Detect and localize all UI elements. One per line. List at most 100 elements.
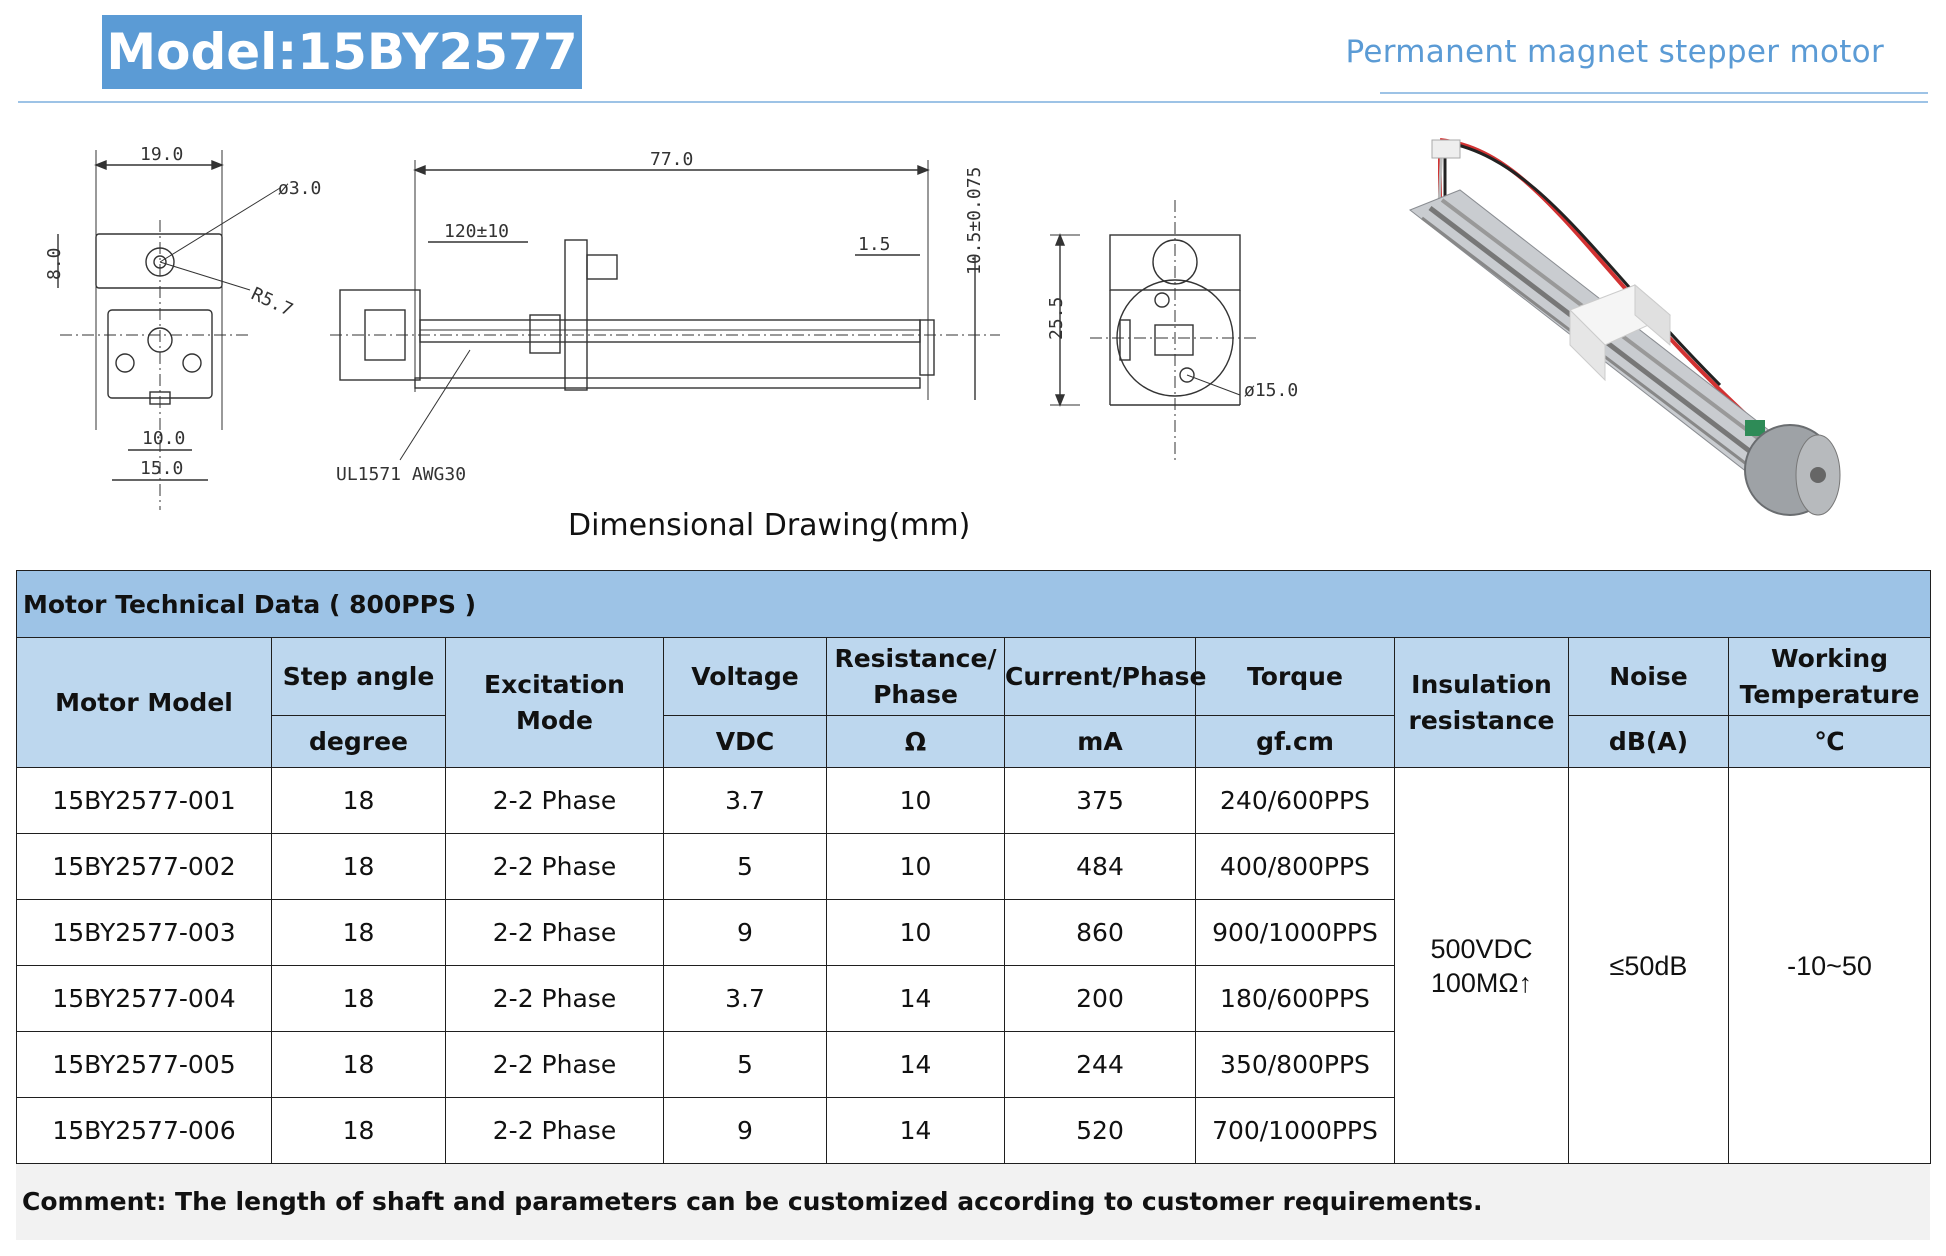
cell-torque: 700/1000PPS [1195,1097,1395,1164]
header-motor-model: Motor Model [16,637,272,768]
cell-voltage: 5 [663,833,827,900]
header-step-angle: Step angle [271,637,446,716]
cell-model: 15BY2577-006 [16,1097,272,1164]
cell-torque: 350/800PPS [1195,1031,1395,1098]
cell-model: 15BY2577-001 [16,767,272,834]
cell-mode: 2-2 Phase [445,899,664,966]
table-row: 15BY2577-003 18 2-2 Phase 9 10 860 900/1… [16,899,1931,966]
dim-d3: ø3.0 [278,178,321,199]
dim-8: 8.0 [44,247,65,280]
comment-note: Comment: The length of shaft and paramet… [16,1164,1930,1240]
cell-mode: 2-2 Phase [445,833,664,900]
cell-resistance: 10 [826,833,1005,900]
unit-gfcm: gf.cm [1195,715,1395,768]
cell-torque: 900/1000PPS [1195,899,1395,966]
cell-mode: 2-2 Phase [445,1031,664,1098]
header-insulation: Insulation resistance [1394,637,1569,768]
dim-15: 15.0 [140,458,183,479]
header-voltage: Voltage [663,637,827,716]
table-row: 15BY2577-004 18 2-2 Phase 3.7 14 200 180… [16,965,1931,1032]
technical-data-table: Motor Technical Data ( 800PPS ) Motor Mo… [15,570,1932,1164]
cell-voltage: 9 [663,1097,827,1164]
insulation-value-line1: 500VDC [1430,933,1533,964]
cell-resistance: 10 [826,767,1005,834]
unit-ma: mA [1004,715,1196,768]
cell-step: 18 [271,965,446,1032]
wire-spec: UL1571 AWG30 [336,464,466,485]
front-view: 19.0 ø3.0 R5.7 8.0 10.0 15.0 [44,144,321,510]
header-temperature-line2: Temperature [1739,679,1920,709]
cell-step: 18 [271,899,446,966]
model-title: Model:15BY2577 [106,23,578,81]
cell-mode: 2-2 Phase [445,1097,664,1164]
product-subtitle: Permanent magnet stepper motor [1345,34,1884,70]
cell-torque: 180/600PPS [1195,965,1395,1032]
cell-current: 484 [1004,833,1196,900]
model-title-banner: Model:15BY2577 [102,15,582,89]
table-row: 15BY2577-006 18 2-2 Phase 9 14 520 700/1… [16,1097,1931,1164]
cell-current: 860 [1004,899,1196,966]
header-insulation-line1: Insulation [1411,669,1552,699]
cell-current: 375 [1004,767,1196,834]
dim-25-5: 25.5 [1046,297,1067,340]
unit-ohm: Ω [826,715,1005,768]
header-resistance-line2: Phase [873,679,958,709]
header-temperature-line1: Working [1771,643,1889,673]
header-resistance-line1: Resistance/ [834,643,997,673]
cell-voltage: 9 [663,899,827,966]
dim-10: 10.0 [142,428,185,449]
cell-step: 18 [271,1031,446,1098]
end-view: 25.5 [1046,233,1080,407]
cell-model: 15BY2577-004 [16,965,272,1032]
cell-voltage: 5 [663,1031,827,1098]
cell-step: 18 [271,833,446,900]
dim-77: 77.0 [650,149,693,170]
header-torque: Torque [1195,637,1395,716]
cell-mode: 2-2 Phase [445,767,664,834]
cell-voltage: 3.7 [663,767,827,834]
dim-phi-15: ø15.0 [1244,380,1299,401]
cell-step: 18 [271,767,446,834]
header-current: Current/Phase [1004,637,1206,716]
dim-120: 120±10 [444,221,509,242]
header-excitation-mode: Excitation Mode [445,637,664,768]
cell-resistance: 14 [826,965,1005,1032]
table-section-title: Motor Technical Data ( 800PPS ) [15,570,1932,638]
insulation-value-line2: 100MΩ↑ [1430,967,1533,998]
cell-model: 15BY2577-003 [16,899,272,966]
cell-temperature: -10~50 [1727,767,1932,1164]
dimensional-drawing: 19.0 ø3.0 R5.7 8.0 10.0 15.0 77.0 120±10… [44,144,1080,510]
unit-dba: dB(A) [1568,715,1729,768]
cell-step: 18 [271,1097,446,1164]
header-resistance: Resistance/Phase [826,637,1005,716]
cell-voltage: 3.7 [663,965,827,1032]
table-row: 15BY2577-002 18 2-2 Phase 5 10 484 400/8… [16,833,1931,900]
cell-current: 520 [1004,1097,1196,1164]
drawing-caption: Dimensional Drawing(mm) [568,508,971,543]
cell-mode: 2-2 Phase [445,965,664,1032]
cell-current: 200 [1004,965,1196,1032]
unit-celsius: ℃ [1727,715,1932,768]
cell-current: 244 [1004,1031,1196,1098]
cell-torque: 240/600PPS [1195,767,1395,834]
dim-19: 19.0 [140,144,183,165]
header-rule-right [1380,92,1928,94]
cell-model: 15BY2577-005 [16,1031,272,1098]
dim-r57: R5.7 [248,283,296,320]
cell-model: 15BY2577-002 [16,833,272,900]
cell-resistance: 10 [826,899,1005,966]
header-insulation-line2: resistance [1408,705,1555,735]
cell-noise: ≤50dB [1568,767,1729,1164]
product-photo [1409,138,1841,516]
cell-resistance: 14 [826,1097,1005,1164]
table-row: 15BY2577-001 18 2-2 Phase 3.7 10 375 240… [16,767,1932,1164]
dim-10-5: 10.5±0.075 [964,167,985,275]
unit-degree: degree [271,715,446,768]
unit-vdc: VDC [663,715,827,768]
end-view-body [1090,200,1260,462]
header-rule [18,101,1928,103]
header-noise: Noise [1568,637,1729,716]
cell-torque: 400/800PPS [1195,833,1395,900]
